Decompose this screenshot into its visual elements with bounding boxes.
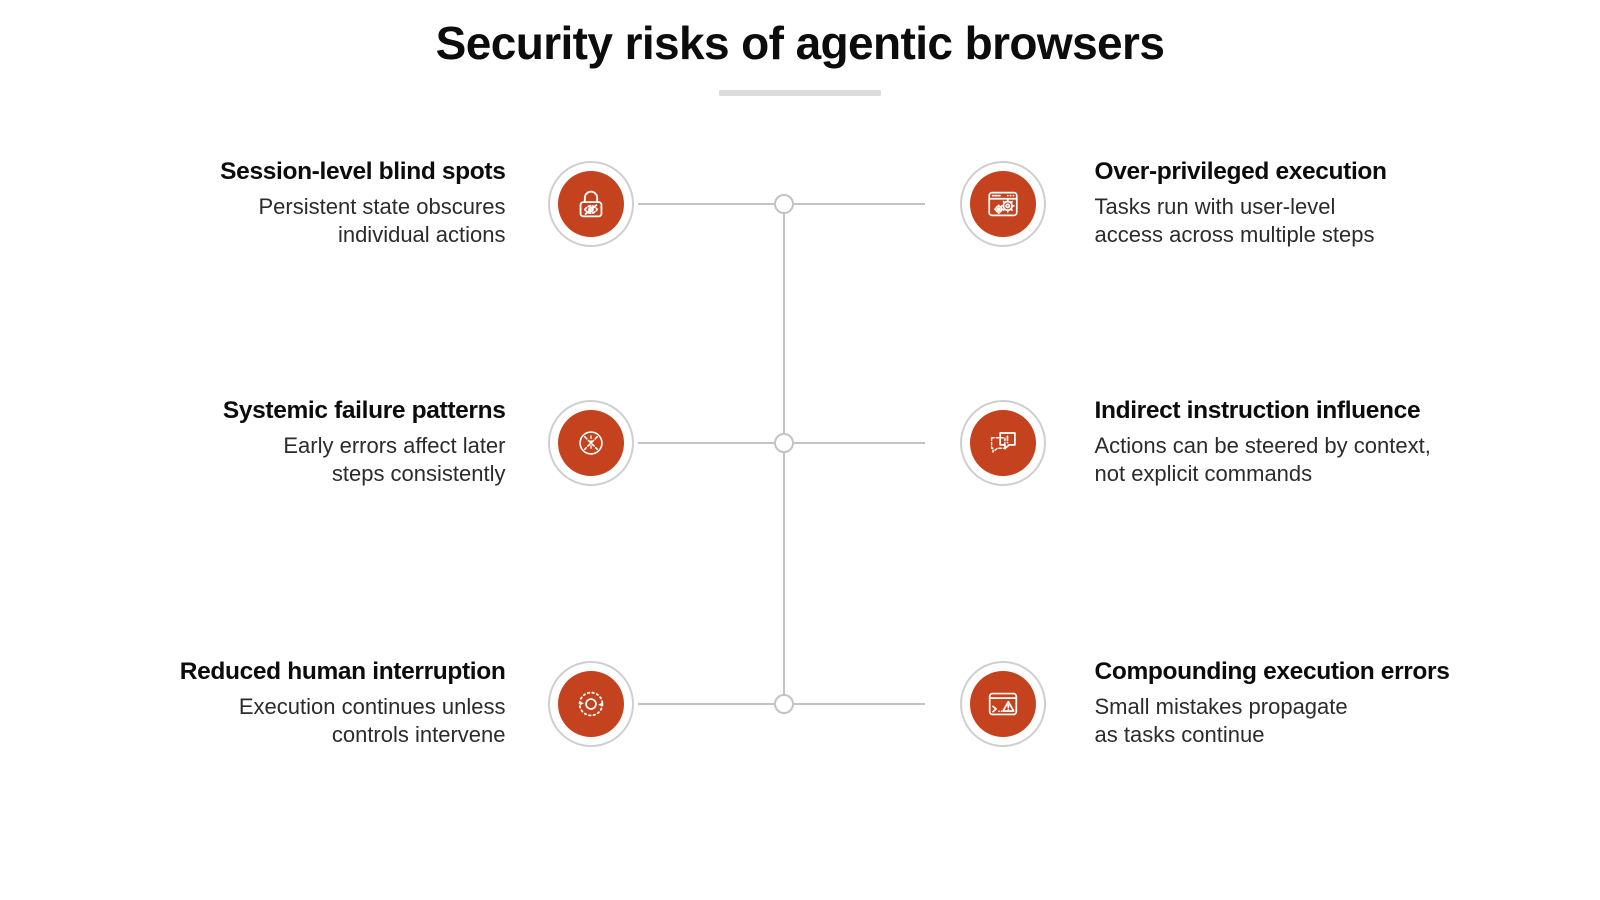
- browser-window-gears-icon: [987, 191, 1018, 217]
- icon-badge: [547, 400, 634, 486]
- terminal-warning-icon: [988, 692, 1017, 716]
- item-description: Actions can be steered by context, not e…: [1095, 432, 1555, 489]
- connector-node-1: [774, 194, 794, 214]
- item-description-line: Persistent state obscures: [258, 193, 506, 219]
- badge-slot-left-3: [532, 661, 650, 747]
- item-description-line: as tasks continue: [1094, 722, 1265, 748]
- item-title: Indirect instruction influence: [1094, 396, 1421, 424]
- item-description: Small mistakes propagate as tasks contin…: [1095, 693, 1555, 750]
- item-description-line: not explicit commands: [1094, 461, 1313, 487]
- page-title: Security risks of agentic browsers: [435, 17, 1165, 69]
- item-title: Over-privileged execution: [1094, 157, 1388, 185]
- connector-node-2: [774, 433, 794, 453]
- risk-row-2: Systemic failure patterns Early errors a…: [0, 388, 1600, 498]
- item-description-line: Tasks run with user-level: [1094, 193, 1336, 219]
- badge-slot-left-2: [532, 400, 650, 486]
- risk-item-session-level-blind-spots: Session-level blind spots Persistent sta…: [46, 158, 532, 250]
- badge-slot-left-1: [532, 161, 650, 247]
- title-underline-rule: [719, 89, 881, 96]
- icon-badge-fill: [557, 410, 624, 476]
- item-description-line: Small mistakes propagate: [1094, 693, 1348, 719]
- item-description-line: individual actions: [337, 222, 506, 248]
- item-description-line: Execution continues unless: [238, 693, 506, 719]
- item-description: Execution continues unless controls inte…: [46, 693, 506, 750]
- item-description-line: Actions can be steered by context,: [1094, 432, 1431, 458]
- item-description-line: Early errors affect later: [283, 432, 506, 458]
- item-title: Reduced human interruption: [179, 657, 506, 685]
- icon-badge-fill: [557, 671, 624, 737]
- icon-badge-fill: [969, 171, 1036, 237]
- risk-item-systemic-failure-patterns: Systemic failure patterns Early errors a…: [46, 397, 532, 489]
- badge-slot-right-1: [944, 161, 1062, 247]
- icon-badge: [547, 661, 634, 747]
- connector-node-3: [774, 694, 794, 714]
- icon-badge: [959, 661, 1046, 747]
- icon-badge-fill: [557, 171, 624, 237]
- risk-item-indirect-instruction-influence: Indirect instruction influence Actions c…: [1062, 397, 1555, 489]
- item-description-line: access across multiple steps: [1094, 222, 1375, 248]
- icon-badge-fill: [969, 410, 1036, 476]
- risk-item-compounding-execution-errors: Compounding execution errors Small mista…: [1062, 658, 1555, 750]
- item-title: Systemic failure patterns: [222, 396, 506, 424]
- broken-node-cross-circle-icon: [578, 431, 603, 455]
- item-description: Persistent state obscures individual act…: [46, 193, 506, 250]
- item-description: Tasks run with user-level access across …: [1095, 193, 1555, 250]
- badge-slot-right-3: [944, 661, 1062, 747]
- risk-item-over-privileged-execution: Over-privileged execution Tasks run with…: [1062, 158, 1555, 250]
- page-header: Security risks of agentic browsers: [0, 0, 1600, 96]
- badge-slot-right-2: [944, 400, 1062, 486]
- item-title: Compounding execution errors: [1094, 657, 1450, 685]
- item-description-line: controls intervene: [331, 722, 506, 748]
- speech-bubbles-alert-icon: [990, 432, 1016, 453]
- risk-row-3: Reduced human interruption Execution con…: [0, 649, 1600, 759]
- icon-badge-fill: [969, 671, 1036, 737]
- risk-item-reduced-human-interruption: Reduced human interruption Execution con…: [46, 658, 532, 750]
- icon-badge: [959, 400, 1046, 486]
- icon-badge: [959, 161, 1046, 247]
- item-description-line: steps consistently: [331, 461, 506, 487]
- icon-badge: [547, 161, 634, 247]
- item-description: Early errors affect later steps consiste…: [46, 432, 506, 489]
- item-title: Session-level blind spots: [220, 157, 506, 185]
- risk-row-1: Session-level blind spots Persistent sta…: [0, 149, 1600, 259]
- lock-eye-slash-icon: [579, 190, 602, 218]
- continuous-loop-arrows-icon: [578, 691, 603, 717]
